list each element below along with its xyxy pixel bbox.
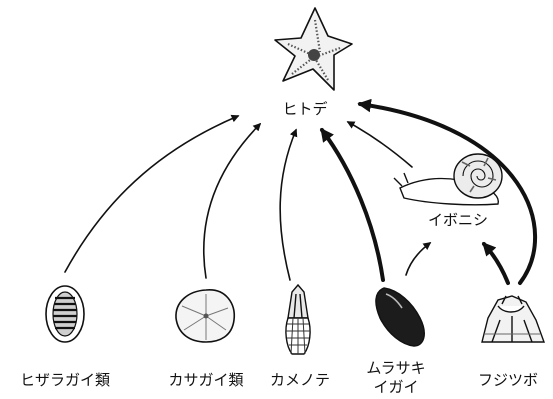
arrow-limpet-to-starfish xyxy=(202,122,262,279)
arrow-chiton-to-starfish xyxy=(64,114,240,273)
snail-icon xyxy=(393,153,503,206)
barnacle-icon xyxy=(481,295,545,343)
limpet-label: カサガイ類 xyxy=(168,371,244,389)
starfish-label: ヒトデ xyxy=(282,100,328,118)
arrow-mussel-to-starfish xyxy=(320,127,385,282)
arrow-mussel-to-snail xyxy=(405,242,432,276)
barnacle-label: フジツボ xyxy=(477,371,538,389)
gooseneck-label: カメノテ xyxy=(269,371,330,389)
chiton-icon xyxy=(45,285,85,343)
arrow-barnacle-to-starfish xyxy=(357,98,537,285)
arrow-barnacle-to-snail xyxy=(482,241,510,285)
arrow-gooseneck-to-starfish xyxy=(279,128,298,281)
mussel-icon xyxy=(375,287,425,347)
arrows xyxy=(64,98,537,285)
starfish-icon xyxy=(274,7,353,91)
limpet-icon xyxy=(175,289,235,343)
chiton-label: ヒザラガイ類 xyxy=(19,371,110,389)
mussel-label-line1: ムラサキ xyxy=(366,359,426,377)
gooseneck-barnacle-icon xyxy=(285,283,311,355)
mussel-label-line2: イガイ xyxy=(373,378,419,396)
snail-label: イボニシ xyxy=(427,211,488,229)
arrow-snail-to-starfish xyxy=(346,121,413,168)
